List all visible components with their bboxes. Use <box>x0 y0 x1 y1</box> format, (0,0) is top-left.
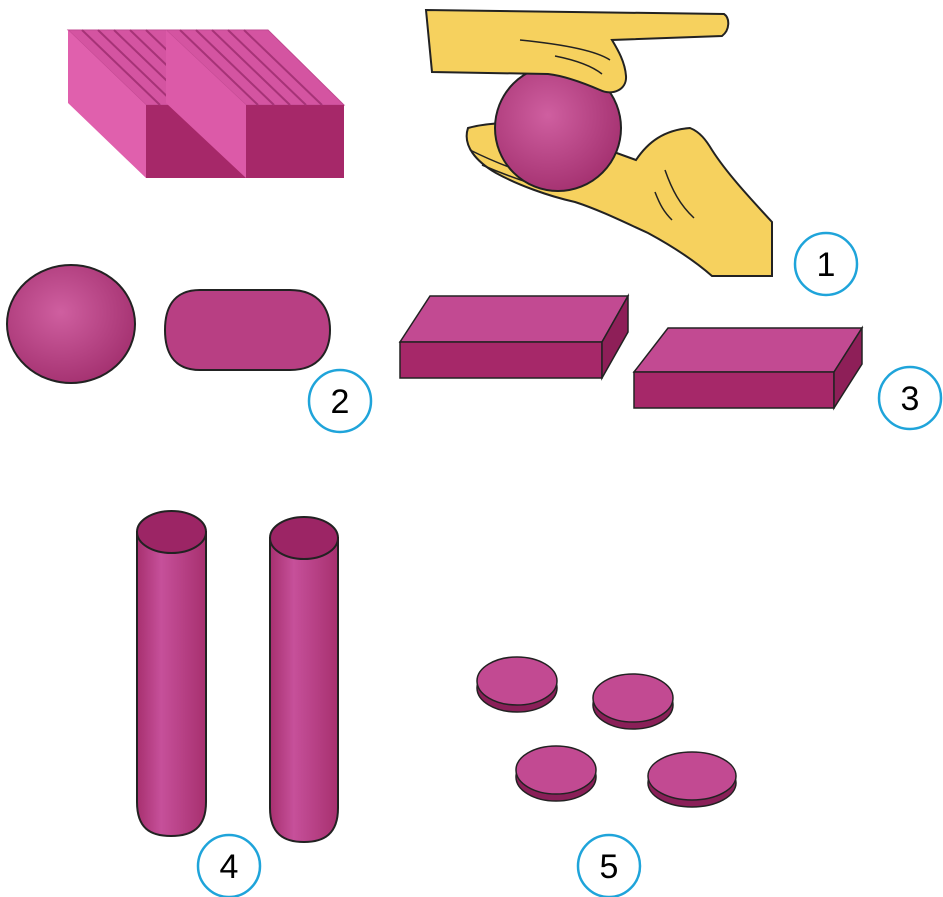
step-label-2: 2 <box>331 383 350 421</box>
step-5-discs <box>477 657 736 807</box>
clay-disc-2 <box>593 674 673 729</box>
step-label-4: 4 <box>220 848 239 886</box>
hands-rolling-ball <box>426 10 772 276</box>
upper-hand <box>426 10 728 92</box>
clay-slab-right <box>634 328 862 408</box>
clay-rod-right <box>270 517 338 842</box>
step-badge-1: 1 <box>795 233 857 295</box>
clay-slab-left <box>400 296 628 378</box>
step-2-shapes <box>7 265 330 383</box>
step-badge-3: 3 <box>879 367 941 429</box>
step-badge-4: 4 <box>198 835 260 897</box>
step-label-1: 1 <box>817 246 836 284</box>
clay-flattened-ball <box>165 290 330 370</box>
clay-ball <box>7 265 135 383</box>
step-label-3: 3 <box>901 380 920 418</box>
step-label-5: 5 <box>600 848 619 886</box>
step-4-rods <box>137 511 338 842</box>
clay-disc-3 <box>516 746 596 801</box>
step-badge-5: 5 <box>578 835 640 897</box>
clay-disc-1 <box>477 657 557 712</box>
step-badge-2: 2 <box>309 370 371 432</box>
step-3-slabs <box>400 296 862 408</box>
clay-disc-4 <box>648 752 736 807</box>
clay-bars <box>68 30 344 178</box>
clay-rod-left <box>137 511 206 836</box>
